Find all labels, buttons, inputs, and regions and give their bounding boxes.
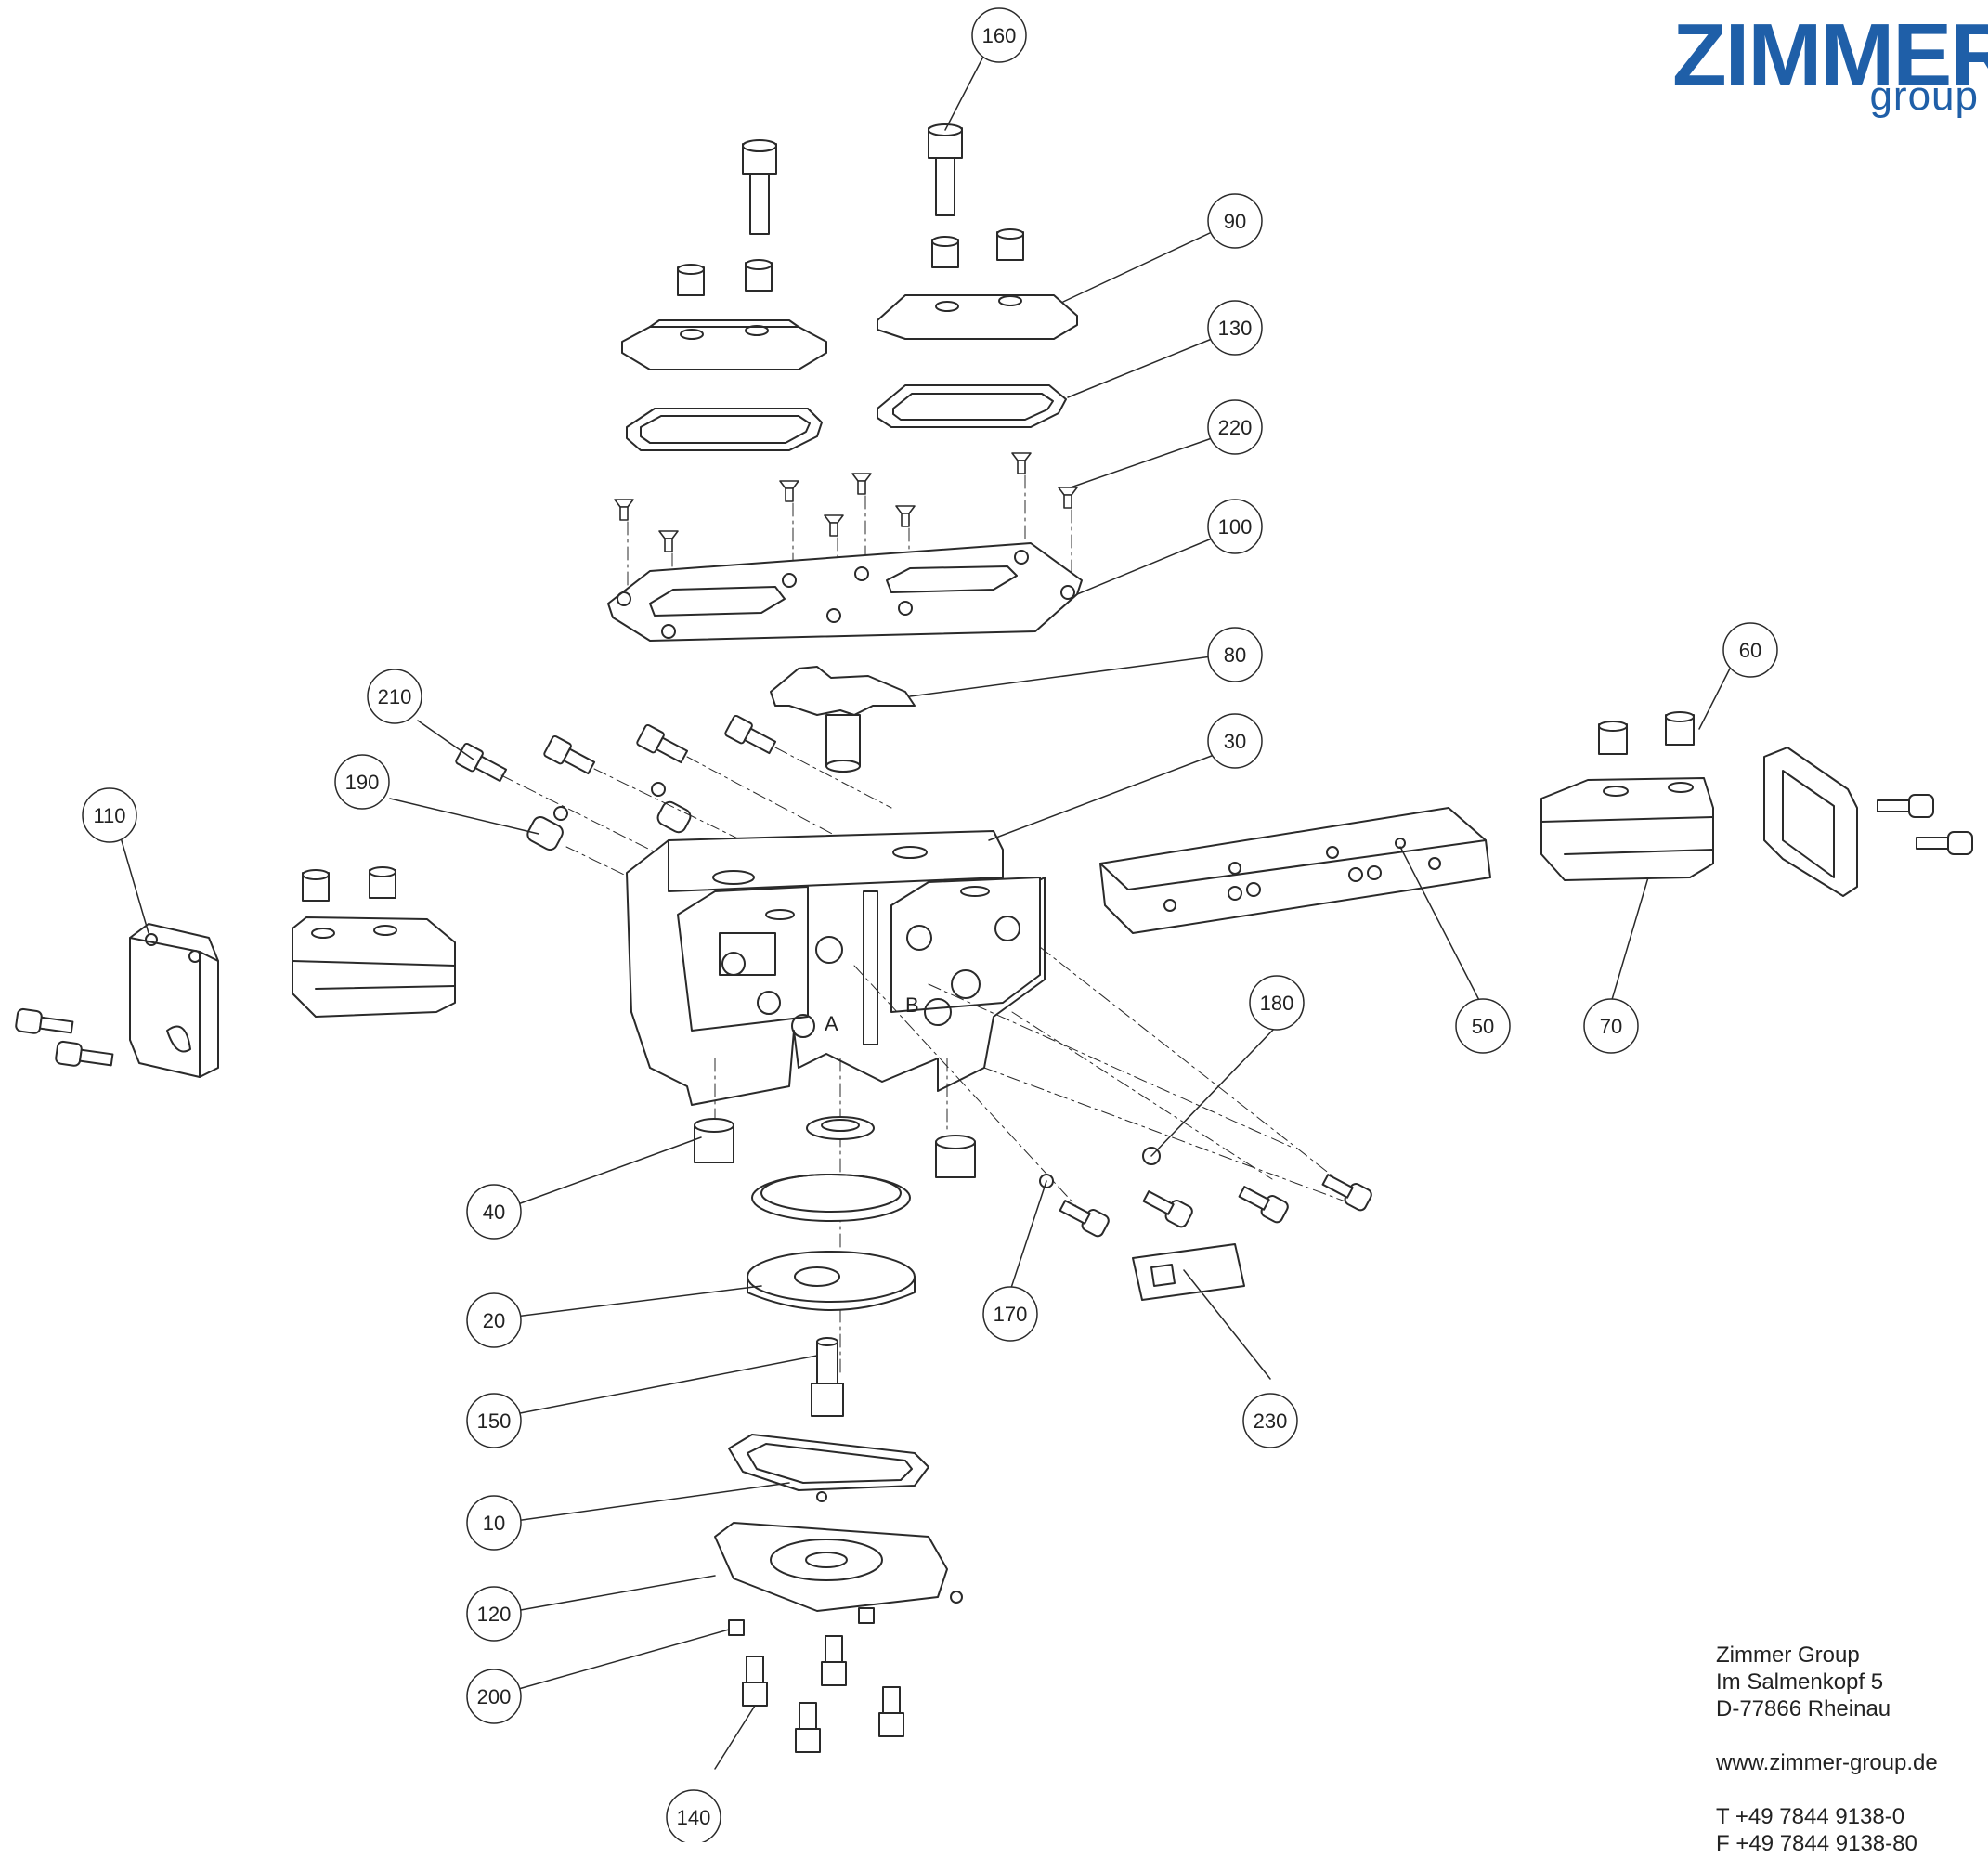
- balloon-label-70: 70: [1600, 1015, 1622, 1038]
- cap-screws-left: [455, 714, 777, 851]
- balloon-90: [1207, 193, 1263, 249]
- company-street: Im Salmenkopf 5: [1716, 1669, 1884, 1695]
- jaw-left: [129, 923, 219, 1078]
- jaw-right-screws: [1877, 794, 1973, 855]
- balloon-20: [466, 1292, 522, 1348]
- company-fax: F +49 7844 9138-80: [1716, 1831, 1917, 1856]
- balloon-120: [466, 1586, 522, 1642]
- company-phone: T +49 7844 9138-0: [1716, 1804, 1905, 1829]
- bushings: [694, 1118, 976, 1178]
- balloon-170: [982, 1286, 1038, 1342]
- balloon-label-90: 90: [1224, 210, 1246, 233]
- piston-rod-screw: [811, 1337, 844, 1417]
- balloon-label-210: 210: [378, 685, 412, 708]
- port-a-mark: A: [825, 1012, 838, 1035]
- base-cover: [714, 1491, 963, 1636]
- cover-plate: [607, 542, 1083, 642]
- balloon-30: [1207, 713, 1263, 769]
- port-b-mark: B: [905, 993, 919, 1017]
- balloon-200: [466, 1669, 522, 1724]
- balloon-label-180: 180: [1260, 992, 1294, 1015]
- wedge-hook: [770, 666, 916, 773]
- balloon-label-140: 140: [677, 1806, 711, 1829]
- base-screws: [742, 1635, 904, 1753]
- balloon-label-190: 190: [345, 771, 380, 794]
- balloon-80: [1207, 627, 1263, 682]
- balloon-130: [1207, 300, 1263, 356]
- balloon-210: [367, 669, 422, 724]
- jaw-cap-left: [621, 259, 827, 370]
- balloon-label-200: 200: [477, 1685, 512, 1708]
- balloon-160: [971, 7, 1027, 63]
- balloon-label-130: 130: [1218, 317, 1253, 340]
- piston: [747, 1251, 916, 1311]
- balloon-190: [334, 754, 390, 810]
- type-plate: [1132, 1243, 1245, 1301]
- balloon-label-160: 160: [982, 24, 1017, 47]
- company-city: D-77866 Rheinau: [1716, 1696, 1891, 1721]
- base-gasket: [728, 1434, 929, 1491]
- balloon-label-40: 40: [483, 1201, 505, 1224]
- balloon-label-10: 10: [483, 1512, 505, 1535]
- jaw-cap-right: [877, 228, 1078, 340]
- balloon-220: [1207, 399, 1263, 455]
- company-address: Zimmer Group Im Salmenkopf 5 D-77866 Rhe…: [1716, 1642, 1938, 1857]
- countersunk-screws: [614, 452, 1078, 552]
- cap-screw-left-top: [742, 139, 777, 235]
- logo-wordmark: ZIMMER: [1672, 6, 1988, 105]
- balloon-label-220: 220: [1218, 416, 1253, 439]
- balloon-label-100: 100: [1218, 515, 1253, 539]
- balloon-110: [82, 787, 137, 843]
- leader-lines: [120, 54, 1731, 1770]
- balloon-label-20: 20: [483, 1309, 505, 1332]
- balloon-140: [666, 1789, 721, 1842]
- balloon-60: [1722, 622, 1778, 678]
- center-lines-bottom: [714, 946, 1361, 1375]
- company-name: Zimmer Group: [1716, 1643, 1860, 1668]
- seal-left: [626, 408, 823, 451]
- balloon-100: [1207, 499, 1263, 554]
- logo-subline: group: [1869, 73, 1979, 119]
- balloon-40: [466, 1184, 522, 1240]
- item-balloons: 160 90 130 220 100 80 30 60 210 190 110 50 70 180 40 20…: [82, 7, 1778, 1842]
- balloon-label-50: 50: [1472, 1015, 1494, 1038]
- balloon-label-60: 60: [1739, 639, 1761, 662]
- guide-block-left: [292, 866, 456, 1018]
- balloon-10: [466, 1495, 522, 1551]
- housing-body: [626, 830, 1046, 1106]
- guide-block-right: [1540, 711, 1714, 881]
- company-website: www.zimmer-group.de: [1716, 1750, 1938, 1775]
- balloon-50: [1455, 998, 1511, 1054]
- jaw-left-screws: [15, 1007, 114, 1067]
- guide-rail: [1099, 807, 1491, 934]
- balloon-label-150: 150: [477, 1409, 512, 1433]
- balloon-label-230: 230: [1254, 1409, 1288, 1433]
- balloon-150: [466, 1393, 522, 1448]
- balloon-label-110: 110: [93, 804, 125, 827]
- balloon-label-80: 80: [1224, 643, 1246, 667]
- piston-seal: [751, 1116, 911, 1222]
- side-screws: [1039, 1147, 1372, 1238]
- balloon-label-170: 170: [994, 1303, 1028, 1326]
- balloon-label-30: 30: [1224, 730, 1246, 753]
- balloon-label-120: 120: [477, 1603, 512, 1626]
- jaw-right: [1763, 747, 1858, 897]
- cap-screw-right-top: [928, 123, 963, 216]
- zimmer-logo: ZIMMER group: [1672, 0, 1988, 117]
- seal-right: [877, 384, 1067, 428]
- balloon-70: [1583, 998, 1639, 1054]
- balloon-230: [1242, 1393, 1298, 1448]
- balloon-180: [1249, 975, 1305, 1031]
